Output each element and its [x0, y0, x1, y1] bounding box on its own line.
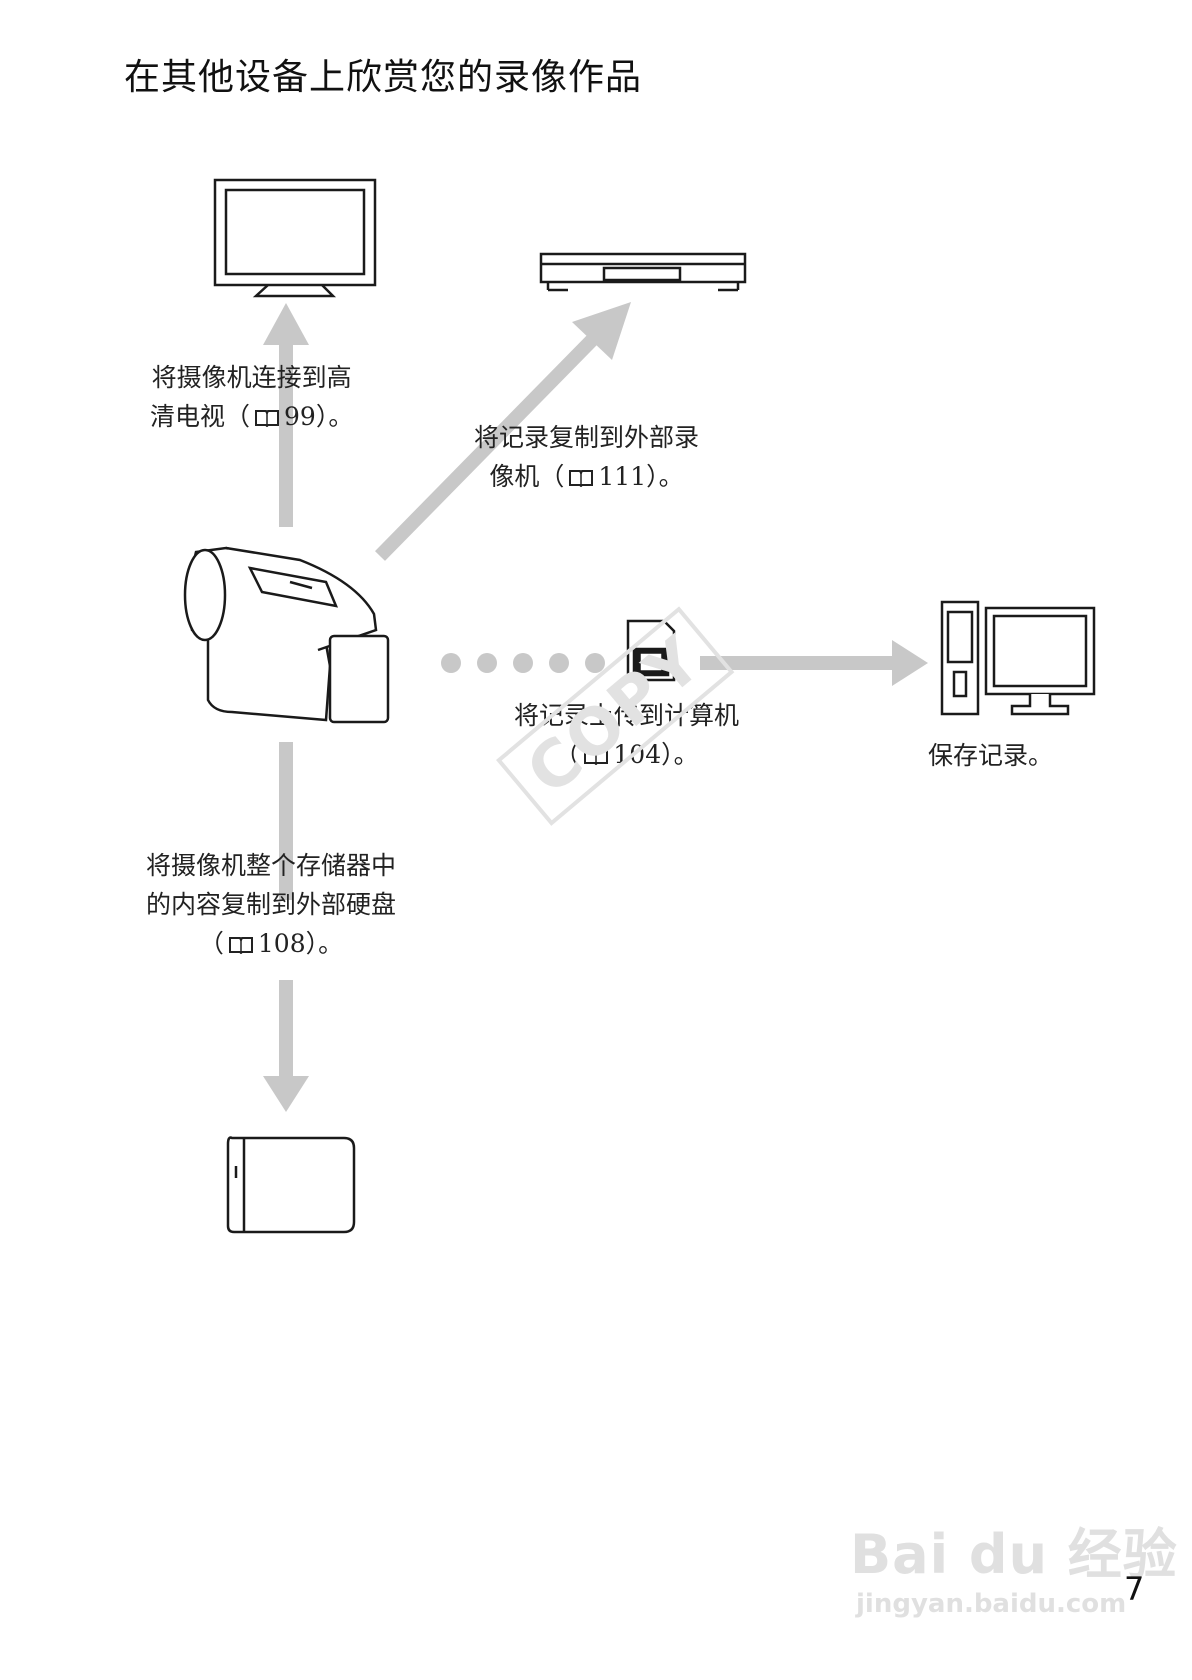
caption-copy-recorder: 将记录复制到外部录 像机（ 111）。	[474, 418, 699, 496]
desktop-computer-icon	[940, 600, 1096, 716]
arrow-to-computer	[700, 640, 928, 686]
caption-line: 将摄像机整个存储器中	[146, 851, 397, 880]
caption-save-records: 保存记录。	[928, 736, 1053, 775]
external-hdd-icon	[226, 1136, 356, 1234]
caption-text: 像机（	[489, 462, 565, 491]
caption-line: 的内容复制到外部硬盘	[146, 890, 397, 919]
baidu-watermark: Bai du 经验 jingyan.baidu.com	[850, 1510, 1178, 1619]
caption-line: 将记录上传到计算机	[514, 701, 740, 730]
book-icon	[228, 937, 253, 954]
page-reference[interactable]: 99）。	[284, 402, 354, 431]
page-number: 7	[1124, 1570, 1145, 1608]
baidu-url: jingyan.baidu.com	[856, 1589, 1127, 1619]
book-icon	[584, 748, 609, 765]
caption-connect-tv: 将摄像机连接到高 清电视（ 99）。	[150, 358, 353, 436]
caption-line: 保存记录。	[928, 741, 1054, 770]
memory-card-icon	[626, 619, 676, 682]
page-reference[interactable]: 104）。	[613, 740, 699, 769]
baidu-brand: Bai du 经验	[850, 1523, 1178, 1586]
page-reference[interactable]: 108）。	[257, 929, 344, 958]
book-icon	[255, 410, 280, 427]
page-title: 在其他设备上欣赏您的录像作品	[124, 57, 643, 98]
caption-line: 将记录复制到外部录	[474, 423, 700, 452]
recorder-icon	[539, 252, 747, 292]
arrow-to-recorder	[375, 302, 631, 561]
caption-text: （	[198, 929, 224, 958]
dotted-connection	[441, 653, 605, 673]
caption-upload-computer: 将记录上传到计算机 （ 104）。	[514, 696, 739, 774]
page-reference[interactable]: 111）。	[598, 462, 684, 491]
caption-text: 清电视（	[150, 402, 251, 431]
arrow-to-tv	[263, 303, 309, 527]
caption-line: 将摄像机连接到高	[151, 363, 352, 392]
camcorder-icon	[183, 546, 390, 724]
tv-icon	[213, 178, 377, 298]
caption-text: （	[554, 740, 580, 769]
book-icon	[569, 470, 594, 487]
arrow-to-hdd	[263, 742, 309, 1112]
caption-copy-hdd: 将摄像机整个存储器中 的内容复制到外部硬盘 （ 108）。	[146, 846, 396, 963]
